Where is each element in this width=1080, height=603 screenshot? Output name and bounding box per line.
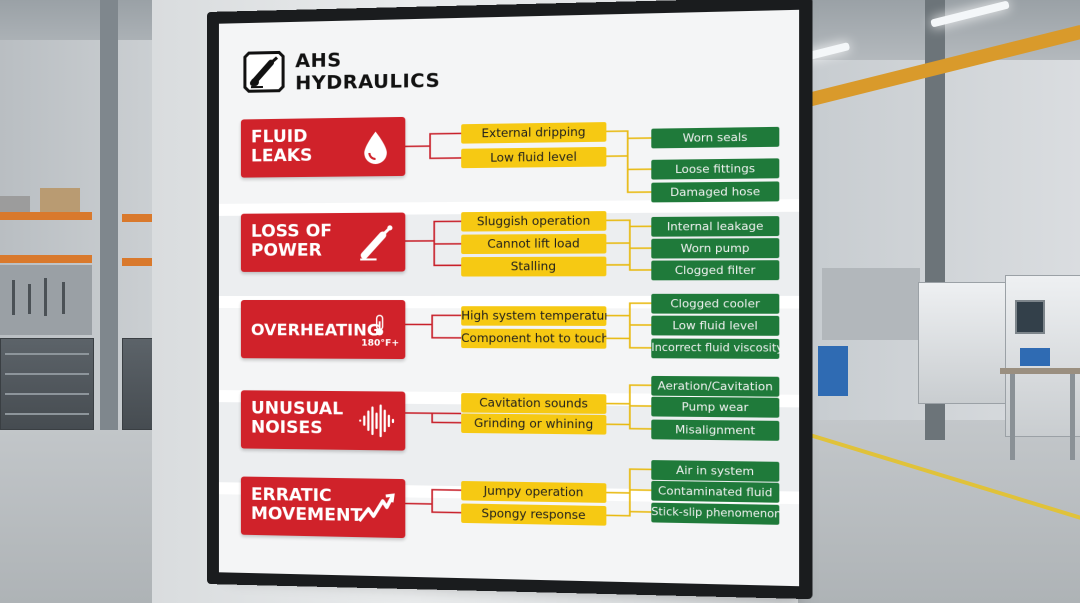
tool-cabinet [0,338,94,430]
symptom-unusual-noises: UNUSUAL NOISES [241,390,405,450]
machine-screen [1015,300,1045,334]
water-drop-icon [356,127,395,166]
drawer [5,353,89,355]
cause-box: Sluggish operation [461,211,606,231]
fix-box: Worn seals [651,127,779,149]
fix-box: Low fluid level [651,316,779,336]
tool [28,284,31,314]
fix-box: Contaminated fluid [651,481,779,503]
symptom-label: ERRATIC MOVEMENT [251,486,352,526]
fix-box: Aeration/Cavitation [651,376,779,397]
fix-box: Clogged cooler [651,294,779,314]
fix-box: Clogged filter [651,260,779,280]
pegboard [822,268,920,340]
cause-box: Component hot to touch [461,329,606,349]
cnc-machine [918,282,1015,404]
blue-vise [1020,348,1050,366]
cause-box: Cavitation sounds [461,393,606,414]
cause-box: External dripping [461,122,606,144]
fix-box: Worn pump [651,238,779,258]
drawer [5,393,89,395]
fix-box: Incorrect fluid viscosity [651,339,779,359]
fix-box: Air in system [651,460,779,482]
bench-leg [1070,374,1075,460]
storage-box [40,188,80,212]
cause-box: Grinding or whining [461,414,606,435]
brand-name: AHS HYDRAULICS [295,47,440,94]
cause-box: High system temperature [461,306,606,326]
fix-box: Damaged hose [651,181,779,202]
tool [62,282,65,314]
cause-box: Spongy response [461,503,606,525]
fix-box: Pump wear [651,397,779,418]
symptom-label: FLUID LEAKS [251,127,322,166]
cause-box: Stalling [461,257,606,277]
symptom-overheating: OVERHEATING 180°F+ [241,300,405,359]
cause-box: Cannot lift load [461,234,606,254]
hydraulic-cylinder-icon [356,223,395,262]
fix-box: Internal leakage [651,216,779,237]
troubleshooting-sign: AHS HYDRAULICS [207,0,812,599]
drawer [5,413,89,415]
fix-box: Stick-slip phenomenon [651,503,779,525]
drawer [5,373,89,375]
blue-cabinet [818,346,848,396]
symptom-label: OVERHEATING [251,320,352,339]
fix-box: Misalignment [651,420,779,441]
symptom-loss-of-power: LOSS OF POWER [241,213,405,272]
tool [44,278,47,316]
symptom-erratic-movement: ERRATIC MOVEMENT [241,477,405,539]
symptom-label: LOSS OF POWER [251,222,342,261]
shelf [122,258,152,266]
tool [12,280,15,315]
brand-line-1: AHS [295,47,440,72]
shelf [122,214,152,222]
temperature-label: 180°F+ [361,334,399,353]
sound-wave-icon [356,401,395,440]
cause-box: Jumpy operation [461,481,606,503]
cause-box: Low fluid level [461,147,606,168]
brand-line-2: HYDRAULICS [295,69,440,94]
symptom-fluid-leaks: FLUID LEAKS [241,117,405,178]
bench-leg [1010,374,1015,460]
symptom-label: UNUSUAL NOISES [251,399,342,438]
storage-box [0,196,30,212]
hydraulic-cylinder-logo-icon [241,48,287,95]
shelf [0,212,92,220]
shelf [0,255,92,263]
fix-box: Loose fittings [651,158,779,179]
zigzag-arrow-icon [356,488,395,527]
sign-panel: AHS HYDRAULICS [219,10,799,586]
tool-cabinet [122,338,154,430]
steel-column-left [100,0,118,430]
